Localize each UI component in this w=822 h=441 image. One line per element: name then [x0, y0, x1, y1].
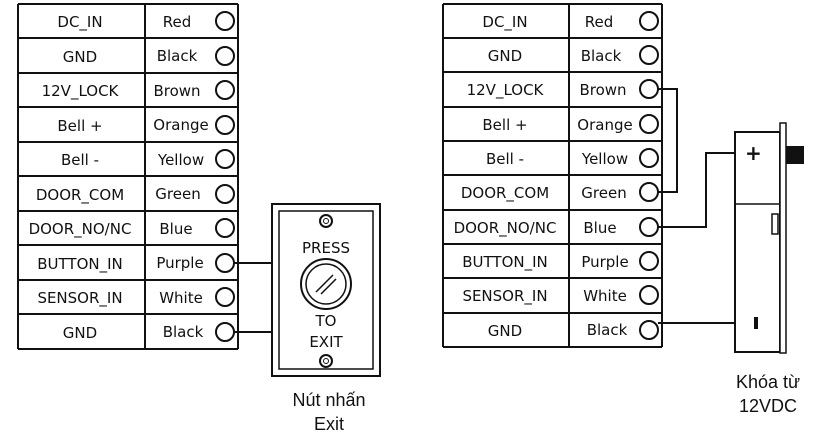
- terminal-screw: [215, 253, 235, 273]
- wire-color-label: Green: [155, 185, 200, 203]
- lock-wires: [658, 88, 738, 324]
- wire-color-label: Red: [585, 13, 614, 31]
- terminal-screw: [215, 115, 235, 135]
- terminal-screw: [639, 182, 659, 202]
- exit-button-bottom-text-2: EXIT: [309, 333, 343, 351]
- wire-color-label: Purple: [581, 253, 628, 271]
- signal-label: Bell -: [61, 151, 99, 169]
- wire-color-label: Brown: [153, 82, 200, 100]
- signal-label: 12V_LOCK: [42, 82, 120, 101]
- terminal-screw: [639, 148, 659, 168]
- wire-color-label: Black: [587, 321, 628, 339]
- terminal-screw: [215, 11, 235, 31]
- terminal-screw: [639, 251, 659, 271]
- signal-label: BUTTON_IN: [37, 255, 123, 274]
- exit-button-plate: PRESS TO EXIT: [271, 203, 381, 377]
- push-button-icon: [300, 258, 352, 310]
- left-terminal-block: [17, 3, 239, 350]
- wire-color-label: Yellow: [157, 151, 204, 169]
- magnetic-lock: [734, 122, 804, 354]
- lock-caption-1: Khóa từ: [736, 372, 800, 392]
- exit-button-top-text: PRESS: [302, 239, 350, 257]
- terminal-screw: [639, 79, 659, 99]
- lock-indicator: [771, 213, 779, 235]
- terminal-screw: [215, 322, 235, 342]
- minus-terminal-icon: [754, 317, 758, 329]
- terminal-screw: [215, 80, 235, 100]
- terminal-screw: [215, 46, 235, 66]
- signal-label: DOOR_NO/NC: [454, 219, 557, 238]
- exit-button-bottom-text-1: TO: [315, 312, 337, 330]
- wire-color-label: Blue: [583, 219, 616, 237]
- wire-color-label: Black: [581, 47, 622, 65]
- wire-color-label: Brown: [579, 81, 626, 99]
- signal-label: DOOR_NO/NC: [29, 220, 132, 239]
- wire-color-label: Yellow: [581, 150, 628, 168]
- signal-label: Bell -: [486, 150, 524, 168]
- terminal-screw: [639, 217, 659, 237]
- left-color-labels: Red Black Brown Orange Yellow Green Blue…: [153, 13, 208, 341]
- right-signal-labels: DC_IN GND 12V_LOCK Bell + Bell - DOOR_CO…: [454, 13, 557, 340]
- terminal-screw: [639, 11, 659, 31]
- lock-cable-stub: [786, 146, 804, 164]
- terminal-screw: [639, 45, 659, 65]
- wire-color-label: White: [159, 289, 203, 307]
- wire-color-label: Blue: [159, 220, 192, 238]
- signal-label: Bell +: [57, 117, 102, 135]
- signal-label: DC_IN: [482, 13, 527, 32]
- signal-label: SENSOR_IN: [37, 289, 122, 308]
- wire-color-label: Black: [163, 323, 204, 341]
- left-signal-labels: DC_IN GND 12V_LOCK Bell + Bell - DOOR_CO…: [29, 13, 132, 342]
- signal-label: Bell +: [482, 116, 527, 134]
- plus-terminal-icon: +: [745, 141, 762, 165]
- wire-color-label: Purple: [156, 254, 203, 272]
- signal-label: GND: [63, 324, 97, 342]
- wire-color-label: Black: [157, 47, 198, 65]
- mounting-screw-icon: [319, 354, 333, 368]
- terminal-screw: [639, 114, 659, 134]
- wire-color-label: Red: [163, 13, 192, 31]
- wire-color-label: Orange: [577, 116, 632, 134]
- signal-label: 12V_LOCK: [467, 81, 545, 100]
- signal-label: SENSOR_IN: [462, 287, 547, 306]
- terminal-screw: [639, 285, 659, 305]
- lock-caption-2: 12VDC: [739, 396, 797, 416]
- right-terminal-block: [442, 3, 663, 348]
- exit-button-caption-1: Nút nhấn: [292, 390, 365, 410]
- terminal-screw: [215, 287, 235, 307]
- wire-color-label: White: [583, 287, 627, 305]
- signal-label: BUTTON_IN: [462, 253, 548, 272]
- exit-button-caption-2: Exit: [314, 414, 344, 434]
- signal-label: DOOR_COM: [36, 186, 124, 205]
- terminal-screw: [215, 149, 235, 169]
- terminal-screw: [639, 320, 659, 340]
- terminal-screw: [215, 218, 235, 238]
- exit-button-wires: [234, 262, 273, 333]
- terminal-screw: [215, 184, 235, 204]
- wire-color-label: Green: [581, 184, 626, 202]
- signal-label: GND: [63, 48, 97, 66]
- right-color-labels: Red Black Brown Orange Yellow Green Blue…: [577, 13, 632, 339]
- mounting-screw-icon: [319, 214, 333, 228]
- signal-label: DC_IN: [57, 13, 102, 32]
- signal-label: GND: [488, 47, 522, 65]
- lock-armature: [779, 122, 787, 354]
- wire-color-label: Orange: [153, 116, 208, 134]
- signal-label: DOOR_COM: [461, 184, 549, 203]
- signal-label: GND: [488, 322, 522, 340]
